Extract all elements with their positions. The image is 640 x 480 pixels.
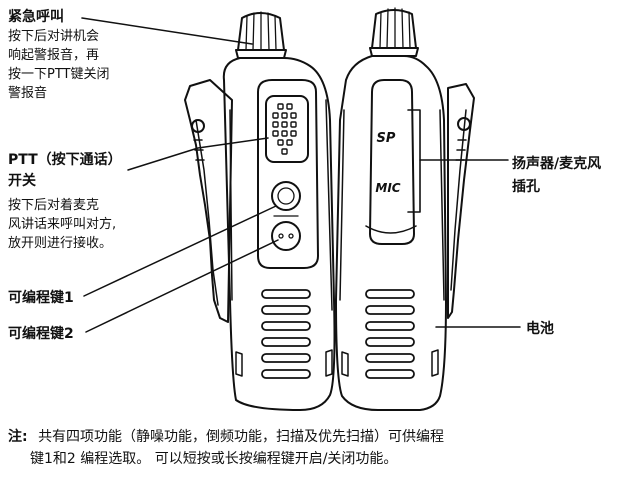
speaker-mic-jack-label: 扬声器/麦克风 插孔	[512, 153, 601, 199]
belt-clip-back	[447, 83, 475, 319]
ptt-desc-line: 按下后对着麦克	[8, 198, 100, 213]
emergency-call-title: 紧急呼叫	[8, 9, 64, 25]
front-panel	[257, 79, 319, 269]
sp-mark: SP	[377, 131, 396, 146]
leader-prog2	[85, 239, 279, 333]
programmable-key-1-label: 可编程键1	[8, 290, 74, 306]
footnote-text-2: 键1和2 编程选取。 可以短按或长按编程键开启/关闭功能。	[30, 451, 398, 467]
emergency-call-description: 按下后对讲机会 响起警报音，再 按一下PTT键关闭 警报音	[8, 27, 110, 103]
speaker-mic-jack-cover[interactable]	[369, 79, 415, 245]
ptt-switch-title: PTT（按下通话） 开关	[8, 150, 122, 192]
ptt-desc-line: 风讲话来呼叫对方,	[8, 217, 117, 232]
radio-back-view	[335, 7, 475, 411]
programmable-key-2-button[interactable]	[271, 221, 301, 251]
radio-diagram: SP MIC	[81, 7, 521, 411]
leader-lines	[81, 17, 521, 333]
belt-clip-front-inner	[195, 119, 219, 306]
clip-screw-back-icon	[457, 117, 471, 131]
speaker-grille	[265, 95, 309, 163]
battery-label: 电池	[526, 321, 554, 337]
programmable-key-1-button[interactable]	[271, 181, 301, 211]
footnote-prefix: 注:	[8, 429, 28, 445]
speaker-mic-title-line: 插孔	[512, 179, 540, 195]
belt-clip-front	[184, 79, 233, 323]
radio-front-body	[222, 57, 336, 411]
footnote-text-1: 共有四项功能（静噪功能，倒频功能，扫描及优先扫描）可供编程	[38, 429, 445, 445]
front-battery-slots	[261, 289, 311, 379]
emergency-desc-line: 警报音	[8, 86, 48, 101]
ptt-description: 按下后对着麦克 风讲话来呼叫对方, 放开则进行接收。	[8, 196, 116, 253]
back-battery-slots	[365, 289, 415, 379]
footnote-line-1: 注: 共有四项功能（静噪功能，倒频功能，扫描及优先扫描）可供编程	[8, 426, 636, 448]
ptt-desc-line: 放开则进行接收。	[8, 236, 113, 251]
radio-back-body	[335, 55, 447, 411]
speaker-holes	[272, 103, 297, 155]
clip-screw-icon	[191, 119, 205, 133]
mic-mark: MIC	[375, 181, 400, 195]
ptt-title-line: PTT（按下通话）	[8, 152, 122, 168]
programmable-key-2-label: 可编程键2	[8, 326, 74, 342]
leader-prog1	[83, 205, 277, 297]
emergency-desc-line: 响起警报音，再	[8, 48, 100, 63]
leader-emergency	[81, 17, 253, 45]
emergency-desc-line: 按下后对讲机会	[8, 29, 100, 44]
emergency-desc-line: 按一下PTT键关闭	[8, 67, 110, 82]
ptt-title-line: 开关	[8, 173, 36, 189]
radio-front-view	[184, 11, 336, 411]
leader-ptt	[127, 137, 269, 171]
speaker-mic-title-line: 扬声器/麦克风	[512, 156, 602, 172]
footnote: 注: 共有四项功能（静噪功能，倒频功能，扫描及优先扫描）可供编程 键1和2 编程…	[8, 426, 636, 470]
